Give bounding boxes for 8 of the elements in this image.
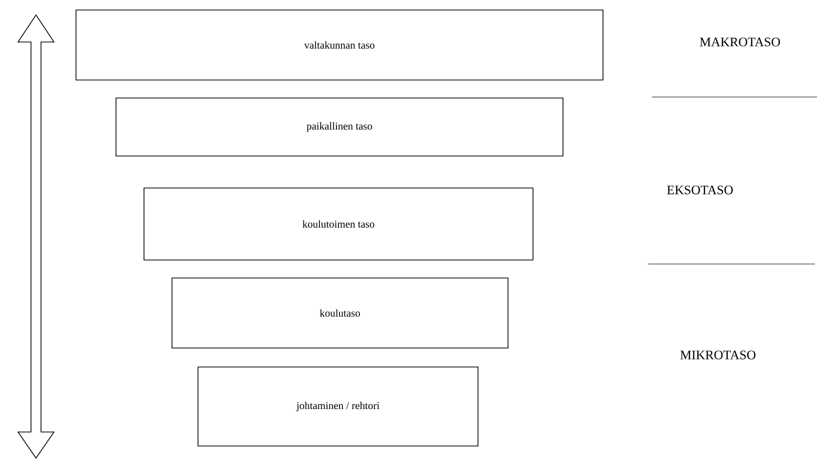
level-box: valtakunnan taso (76, 10, 604, 80)
level-label: MAKROTASO (700, 38, 780, 46)
level-box: koulutoimen taso (144, 188, 534, 260)
level-box: koulutaso (172, 278, 508, 348)
level-label: MIKROTASO (680, 350, 756, 360)
level-box: johtaminen / rehtori (198, 366, 478, 446)
level-box: paikallinen taso (116, 98, 564, 156)
level-label: EKSOTASO (667, 186, 733, 194)
